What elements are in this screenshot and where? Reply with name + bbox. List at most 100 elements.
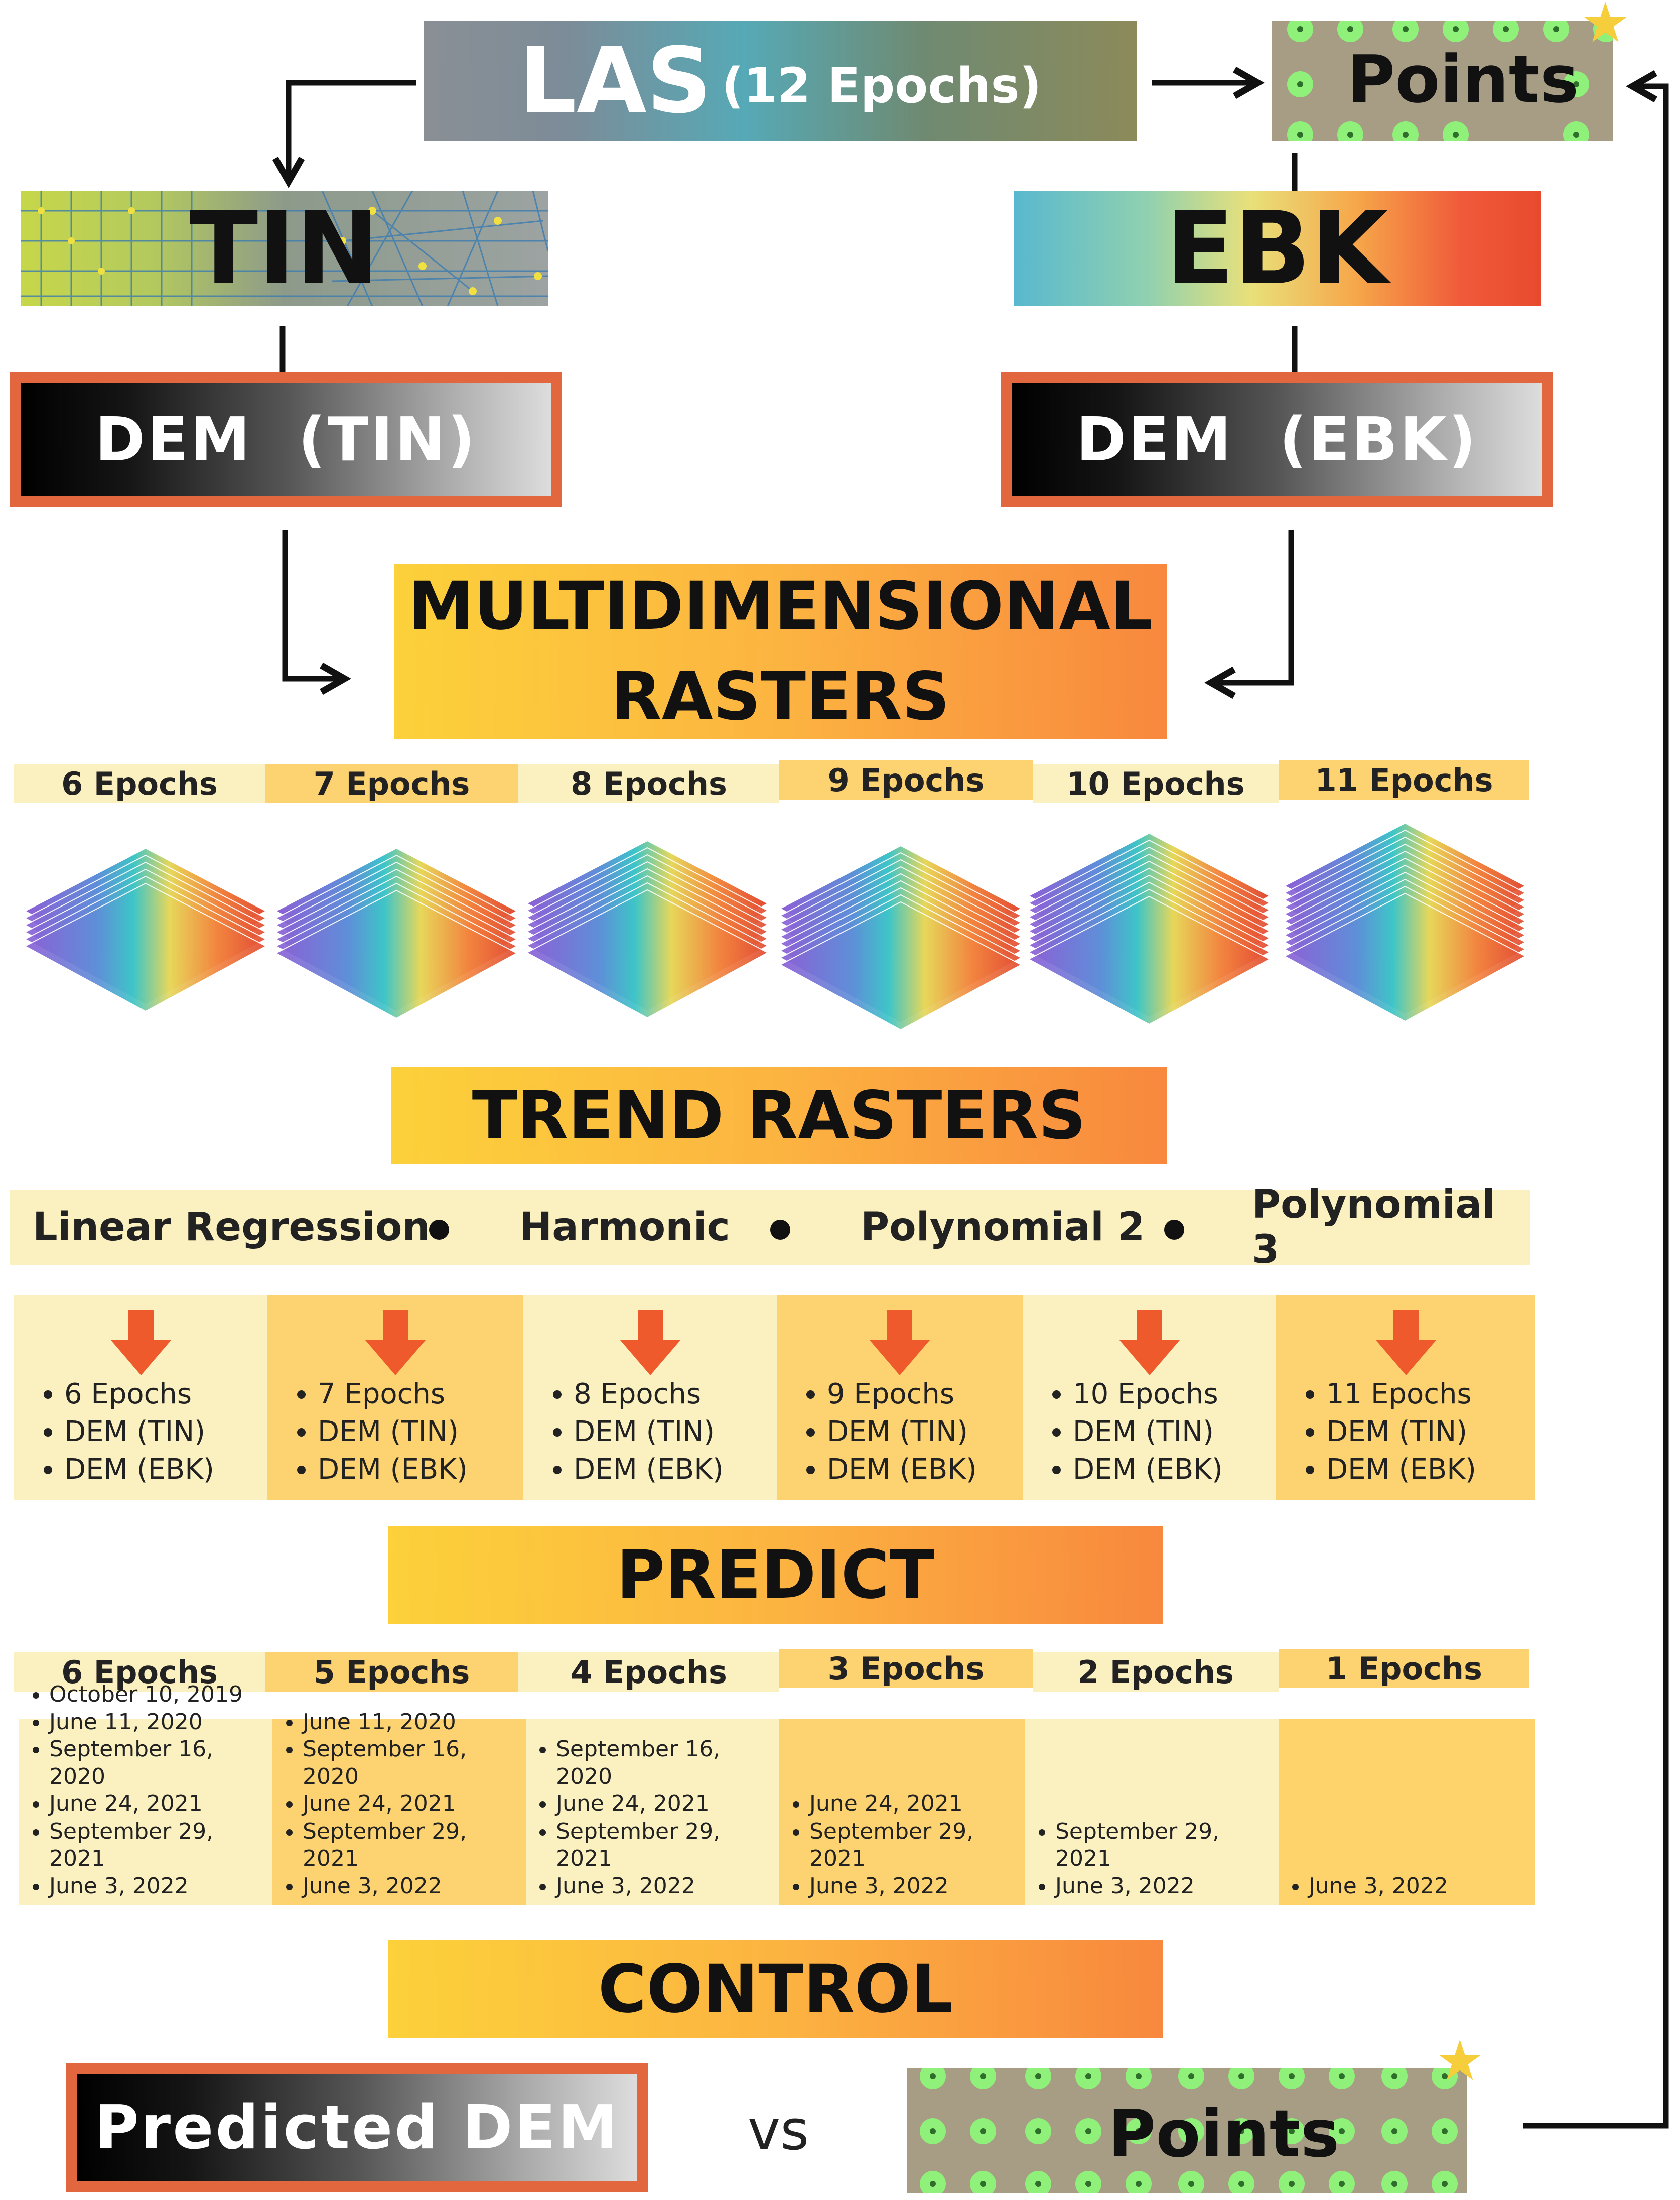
points-label-control: Points	[1108, 2096, 1340, 2172]
point-marker	[970, 2171, 996, 2193]
point-marker	[920, 2068, 946, 2089]
down-arrow-icon	[1119, 1310, 1180, 1375]
point-marker	[1178, 2068, 1204, 2089]
method-harmonic: Harmonic	[519, 1205, 730, 1250]
predict-date-item: June 3, 2022	[49, 1873, 272, 1900]
predict-dates-3: June 24, 2021September 29, 2021June 3, 2…	[779, 1719, 1025, 1905]
method-polynomial-2: Polynomial 2	[861, 1205, 1145, 1250]
trend-cell-item: DEM (EBK)	[1326, 1451, 1476, 1488]
predict-date-item: September 16, 2020	[556, 1736, 779, 1790]
raster-layer	[1027, 895, 1271, 1025]
trend-cell-list: 7 EpochsDEM (TIN)DEM (EBK)	[288, 1375, 468, 1488]
point-marker	[1126, 2118, 1152, 2144]
trend-cell-item: 6 Epochs	[64, 1375, 214, 1413]
trend-cell-9: 9 EpochsDEM (TIN)DEM (EBK)	[777, 1295, 1023, 1500]
tin-mesh-graphic	[21, 191, 548, 306]
predict-date-item: June 11, 2020	[303, 1709, 526, 1736]
predict-dates-4: September 16, 2020June 24, 2021September…	[526, 1719, 779, 1905]
point-marker	[1381, 2171, 1408, 2193]
predict-tab-6: 6 Epochs	[14, 1652, 265, 1692]
trend-cell-list: 8 EpochsDEM (TIN)DEM (EBK)	[543, 1375, 724, 1488]
predict-dates-5: June 11, 2020September 16, 2020June 24, …	[272, 1709, 526, 1905]
trend-cell-list: 9 EpochsDEM (TIN)DEM (EBK)	[797, 1375, 977, 1488]
epoch-tab-10: 10 Epochs	[1033, 764, 1279, 803]
trend-cell-item: 8 Epochs	[574, 1375, 724, 1413]
epoch-tab-9: 9 Epochs	[779, 760, 1033, 800]
raster-layer	[274, 889, 518, 1019]
raster-stack-10	[1024, 831, 1275, 1042]
points-label-top: Points	[1347, 41, 1579, 117]
trend-cell-item: 9 Epochs	[827, 1375, 977, 1413]
point-marker	[1228, 2118, 1254, 2144]
down-arrow-icon	[620, 1310, 680, 1375]
trend-cell-list: 11 EpochsDEM (TIN)DEM (EBK)	[1296, 1375, 1476, 1488]
predict-tab-2: 2 Epochs	[1033, 1652, 1279, 1692]
dem-ebk-label: DEM (EBK)	[1076, 405, 1478, 475]
predict-tab-1: 1 Epochs	[1279, 1649, 1529, 1688]
raster-stack-graphic	[274, 847, 518, 1019]
raster-stack-9	[775, 843, 1026, 1054]
points-box-top: Points	[1272, 21, 1613, 141]
trend-cell-item: DEM (EBK)	[574, 1451, 724, 1488]
trend-cell-item: DEM (TIN)	[1073, 1413, 1223, 1451]
predict-date-item: June 3, 2022	[303, 1873, 526, 1900]
point-marker	[1075, 2118, 1101, 2144]
point-marker	[1075, 2171, 1101, 2193]
multidimensional-title-line1: MULTIDIMENSIONAL	[408, 568, 1153, 645]
trend-cell-item: DEM (EBK)	[64, 1451, 214, 1488]
predict-date-item: June 3, 2022	[1055, 1873, 1279, 1900]
point-marker	[1228, 2068, 1254, 2089]
raster-layer	[779, 901, 1023, 1031]
las-label: LAS	[519, 28, 712, 134]
point-marker	[1381, 2068, 1408, 2089]
point-marker	[1329, 2171, 1355, 2193]
raster-layer	[1283, 892, 1527, 1022]
predict-banner: PREDICT	[388, 1526, 1163, 1624]
point-marker	[1025, 2118, 1051, 2144]
raster-stack-graphic	[779, 845, 1023, 1031]
point-marker	[1329, 2068, 1355, 2089]
predict-date-item: June 24, 2021	[49, 1790, 272, 1818]
epoch-tab-7: 7 Epochs	[265, 764, 518, 803]
predict-date-item: June 24, 2021	[809, 1790, 1025, 1818]
bullet-icon	[1164, 1220, 1184, 1240]
down-arrow-icon	[365, 1310, 426, 1375]
predict-date-list: September 29, 2021June 3, 2022	[1030, 1818, 1279, 1900]
bullet-icon	[770, 1220, 790, 1240]
control-title: CONTROL	[598, 1950, 953, 2028]
raster-stack-6	[20, 846, 271, 1057]
trend-rasters-banner: TREND RASTERS	[391, 1067, 1167, 1164]
point-marker	[1329, 2118, 1355, 2144]
raster-stack-graphic	[525, 840, 769, 1019]
raster-stack-graphic	[1283, 822, 1527, 1022]
trend-cell-item: DEM (TIN)	[64, 1413, 214, 1451]
points-box-control: Points	[907, 2068, 1467, 2193]
predict-date-item: June 3, 2022	[809, 1873, 1025, 1900]
trend-cell-item: 7 Epochs	[318, 1375, 468, 1413]
raster-stack-11	[1280, 821, 1530, 1031]
trend-cell-item: DEM (EBK)	[827, 1451, 977, 1488]
predict-date-list: September 16, 2020June 24, 2021September…	[531, 1736, 779, 1900]
predict-date-list: June 3, 2022	[1284, 1873, 1448, 1900]
predict-date-item: September 29, 2021	[809, 1818, 1025, 1873]
predict-date-item: September 16, 2020	[49, 1736, 272, 1790]
point-marker	[1279, 2068, 1305, 2089]
multidimensional-rasters-banner: MULTIDIMENSIONAL RASTERS	[394, 564, 1167, 739]
point-marker	[1228, 2171, 1254, 2193]
down-arrow-icon	[110, 1310, 171, 1375]
ebk-box: EBK	[1014, 190, 1541, 307]
down-arrow-icon	[870, 1310, 930, 1375]
predict-date-list: October 10, 2019June 11, 2020September 1…	[24, 1681, 272, 1900]
arrow-dem-ebk-to-rasters	[1204, 530, 1294, 699]
predict-date-item: June 24, 2021	[556, 1790, 779, 1818]
ebk-label: EBK	[1165, 190, 1389, 307]
point-marker	[1178, 2118, 1204, 2144]
las-sub-label: (12 Epochs)	[722, 58, 1042, 114]
trend-cell-11: 11 EpochsDEM (TIN)DEM (EBK)	[1276, 1295, 1535, 1500]
point-marker	[970, 2068, 996, 2089]
raster-stack-graphic	[24, 847, 267, 1012]
predict-date-item: September 29, 2021	[556, 1818, 779, 1873]
epoch-tab-8: 8 Epochs	[518, 764, 779, 803]
method-polynomial-3: Polynomial 3	[1252, 1182, 1495, 1272]
